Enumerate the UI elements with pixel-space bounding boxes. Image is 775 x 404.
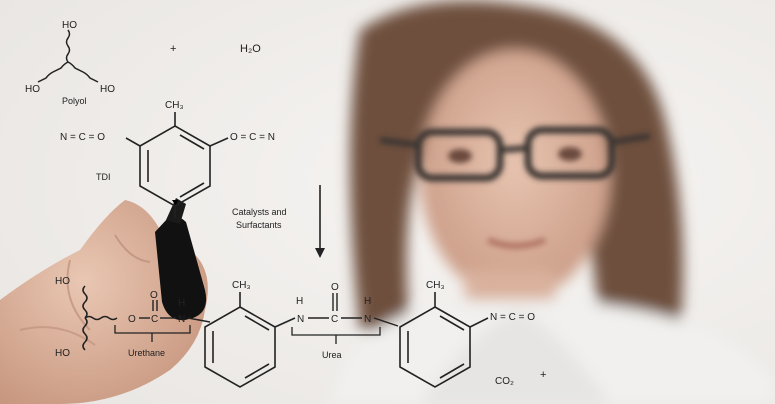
polyol-label: Polyol: [62, 96, 87, 106]
catalyst-label-line1: Catalysts and: [232, 207, 287, 217]
product-ho-top: HO: [55, 276, 70, 287]
urethane-c: C: [151, 314, 158, 325]
polyol-ho-left: HO: [25, 84, 40, 95]
product-methyl-1: CH₃: [232, 280, 251, 291]
urea-bonds: [308, 293, 399, 327]
urethane-n: N: [178, 314, 185, 325]
urea-label: Urea: [322, 350, 342, 360]
urethane-h: H: [178, 298, 185, 309]
product-methyl-2: CH₃: [426, 280, 445, 291]
urea-bracket: [291, 327, 381, 344]
urea-carbonyl-o: O: [331, 282, 339, 293]
marker-pen: [155, 198, 207, 321]
catalyst-label-line2: Surfactants: [236, 220, 282, 230]
tdi-nco-right: O = C = N: [230, 132, 275, 143]
hand: [0, 200, 208, 404]
polyol-molecule: [37, 29, 99, 83]
plus-sign-bottom: +: [540, 369, 546, 381]
product-ho-bottom: HO: [55, 348, 70, 359]
reaction-arrow: [315, 185, 325, 258]
urethane-o-link: O: [128, 314, 136, 325]
urethane-label: Urethane: [128, 348, 165, 358]
tdi-methyl: CH₃: [165, 100, 184, 111]
product-nco-end: N = C = O: [490, 312, 535, 323]
urethane-bonds: [139, 300, 211, 323]
polyol-ho-right: HO: [100, 84, 115, 95]
polyol-ho-top: HO: [62, 20, 77, 31]
product-ring-1: [204, 292, 296, 388]
urea-c: C: [331, 314, 338, 325]
urea-n-right: N: [364, 314, 371, 325]
product-polyol-chain: [82, 285, 118, 351]
urethane-carbonyl-o: O: [150, 290, 158, 301]
water-label: H₂O: [240, 43, 261, 55]
tdi-nco-left: N = C = O: [60, 132, 105, 143]
urea-n-left: N: [297, 314, 304, 325]
urea-h-left: H: [296, 296, 303, 307]
face-features: [448, 147, 582, 249]
urethane-bracket: [114, 325, 191, 342]
tdi-label: TDI: [96, 172, 111, 182]
tdi-ring: [125, 112, 229, 218]
product-ring-2: [399, 292, 489, 388]
glasses: [379, 126, 651, 182]
urea-h-right: H: [364, 296, 371, 307]
co2-label: CO₂: [495, 376, 514, 387]
plus-sign-top: +: [170, 43, 176, 55]
